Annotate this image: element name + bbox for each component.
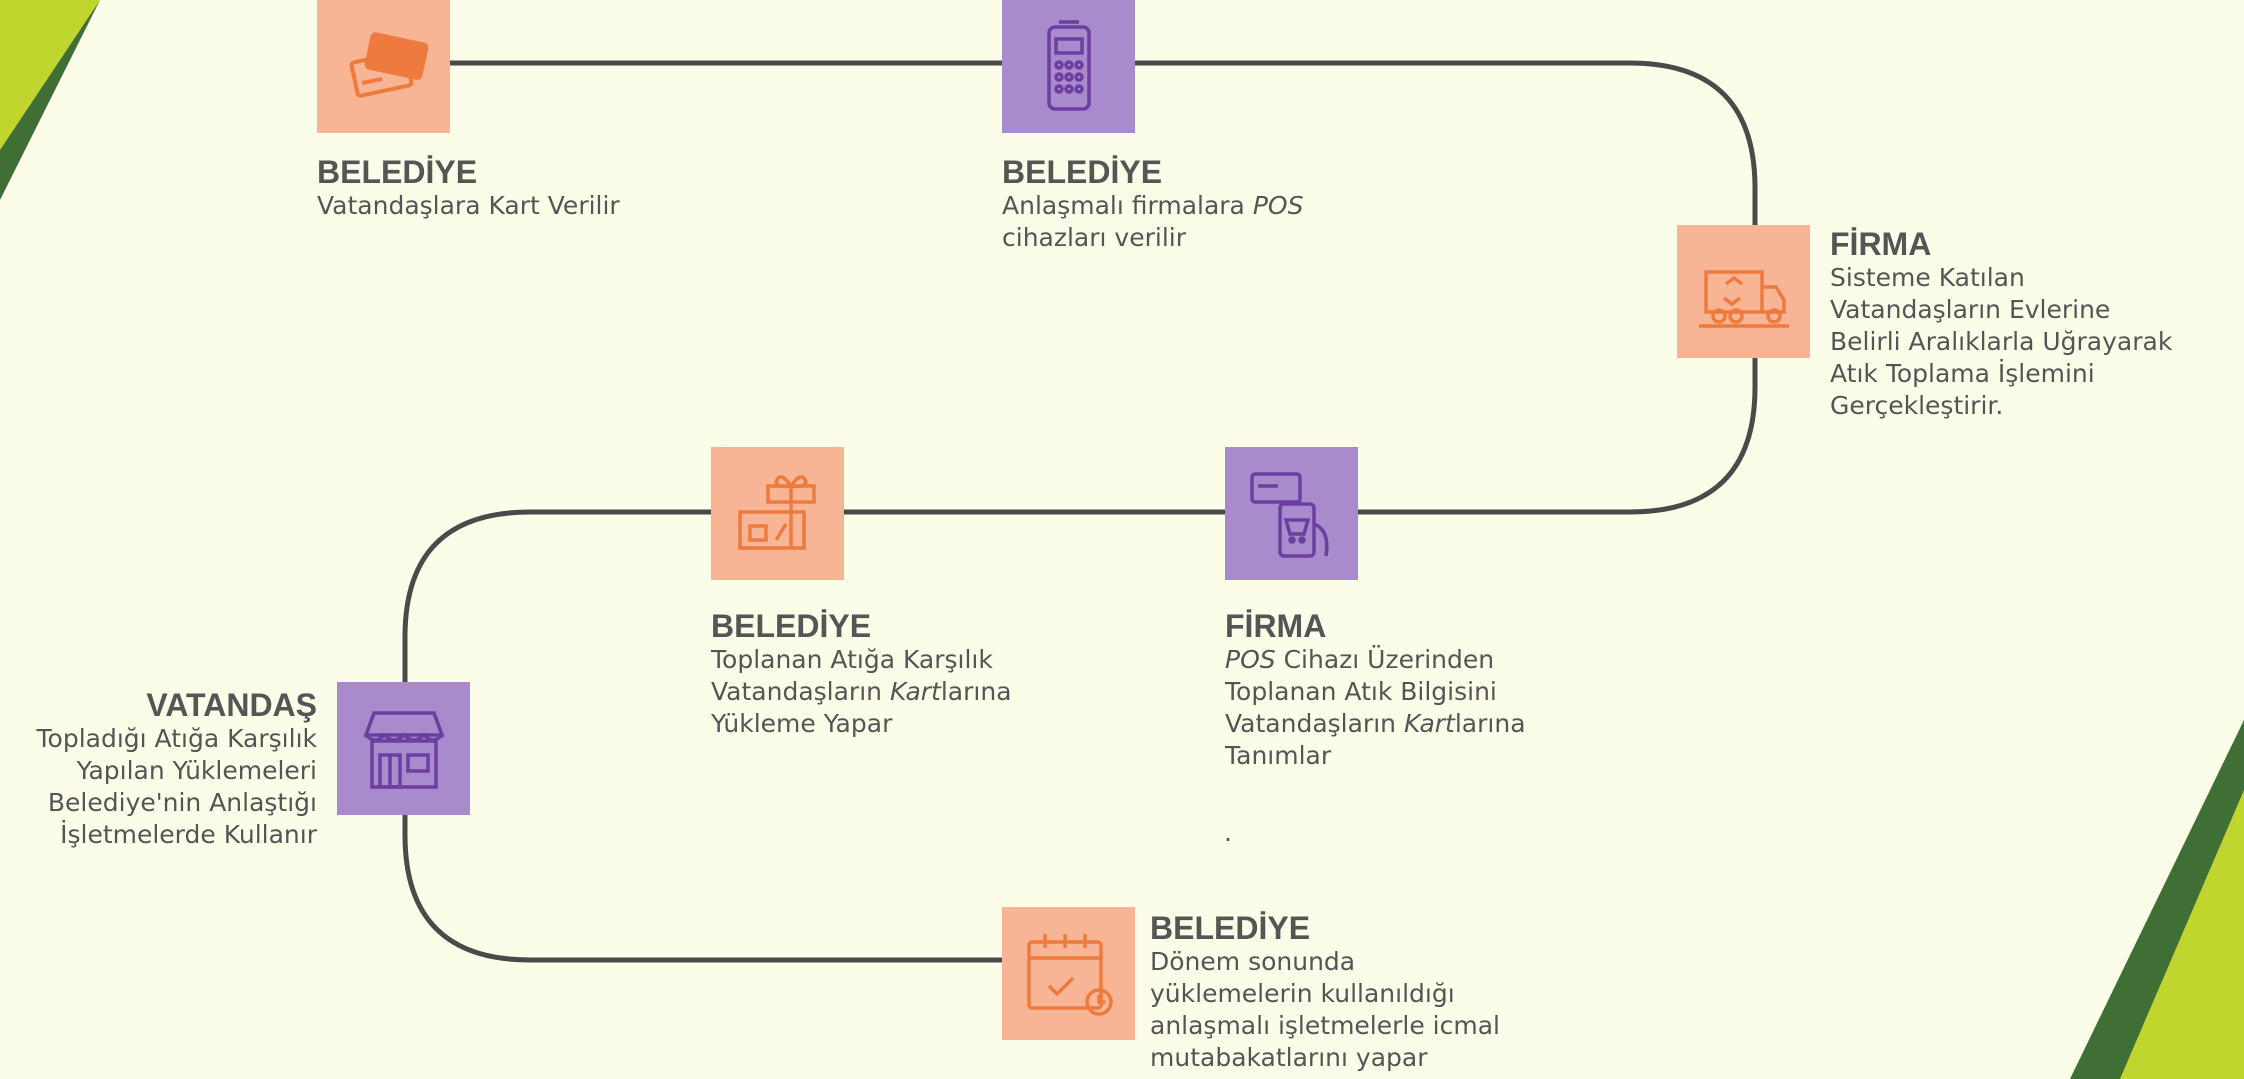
gift-voucher-icon [737,474,816,550]
tile-card [317,0,450,133]
credit-cards-icon [349,31,428,98]
step-title: FİRMA [1225,608,1327,644]
step-calendar-text: BELEDİYE Dönem sonunda yüklemelerin kull… [1150,910,1500,1074]
pos-terminal-icon [1046,19,1091,111]
step-title: BELEDİYE [1150,910,1311,946]
step-card-text: BELEDİYE Vatandaşlara Kart Verilir [317,154,620,222]
tile-store [337,682,470,815]
recycling-truck-icon [1698,269,1789,328]
step-store-text: VATANDAŞ Topladığı Atığa Karşılık Yapıla… [0,687,317,851]
store-icon [363,710,444,789]
step-description: Toplanan Atığa Karşılık Vatandaşların Ka… [711,645,1012,738]
step-description: Sisteme Katılan Vatandaşların Evlerine B… [1830,263,2173,420]
step-mobile-text: FİRMA POS Cihazı Üzerinden Toplanan Atık… [1225,608,1526,772]
tile-mobile [1225,447,1358,580]
step-description: Dönem sonunda yüklemelerin kullanıldığı … [1150,947,1500,1072]
corner-dark-top-left [0,0,100,200]
step-description: Vatandaşlara Kart Verilir [317,191,620,220]
step-description: Topladığı Atığa Karşılık Yapılan Yükleme… [36,724,317,849]
step-title: BELEDİYE [317,154,478,190]
mobile-payment-icon [1249,471,1328,558]
tile-truck [1677,225,1810,358]
tile-calendar [1002,907,1135,1040]
step-gift-text: BELEDİYE Toplanan Atığa Karşılık Vatanda… [711,608,1012,740]
stray-dot: . [1224,818,1232,847]
step-title: FİRMA [1830,226,1932,262]
corner-green-bottom-right [2120,790,2244,1079]
process-path [380,60,1758,963]
step-title: BELEDİYE [1002,154,1163,190]
calendar-check-icon [1026,933,1113,1016]
step-title: BELEDİYE [711,608,872,644]
tile-gift [711,447,844,580]
tile-pos [1002,0,1135,133]
step-description: POS Cihazı Üzerinden Toplanan Atık Bilgi… [1225,645,1526,770]
step-truck-text: FİRMA Sisteme Katılan Vatandaşların Evle… [1830,226,2172,422]
step-title: VATANDAŞ [146,687,317,723]
